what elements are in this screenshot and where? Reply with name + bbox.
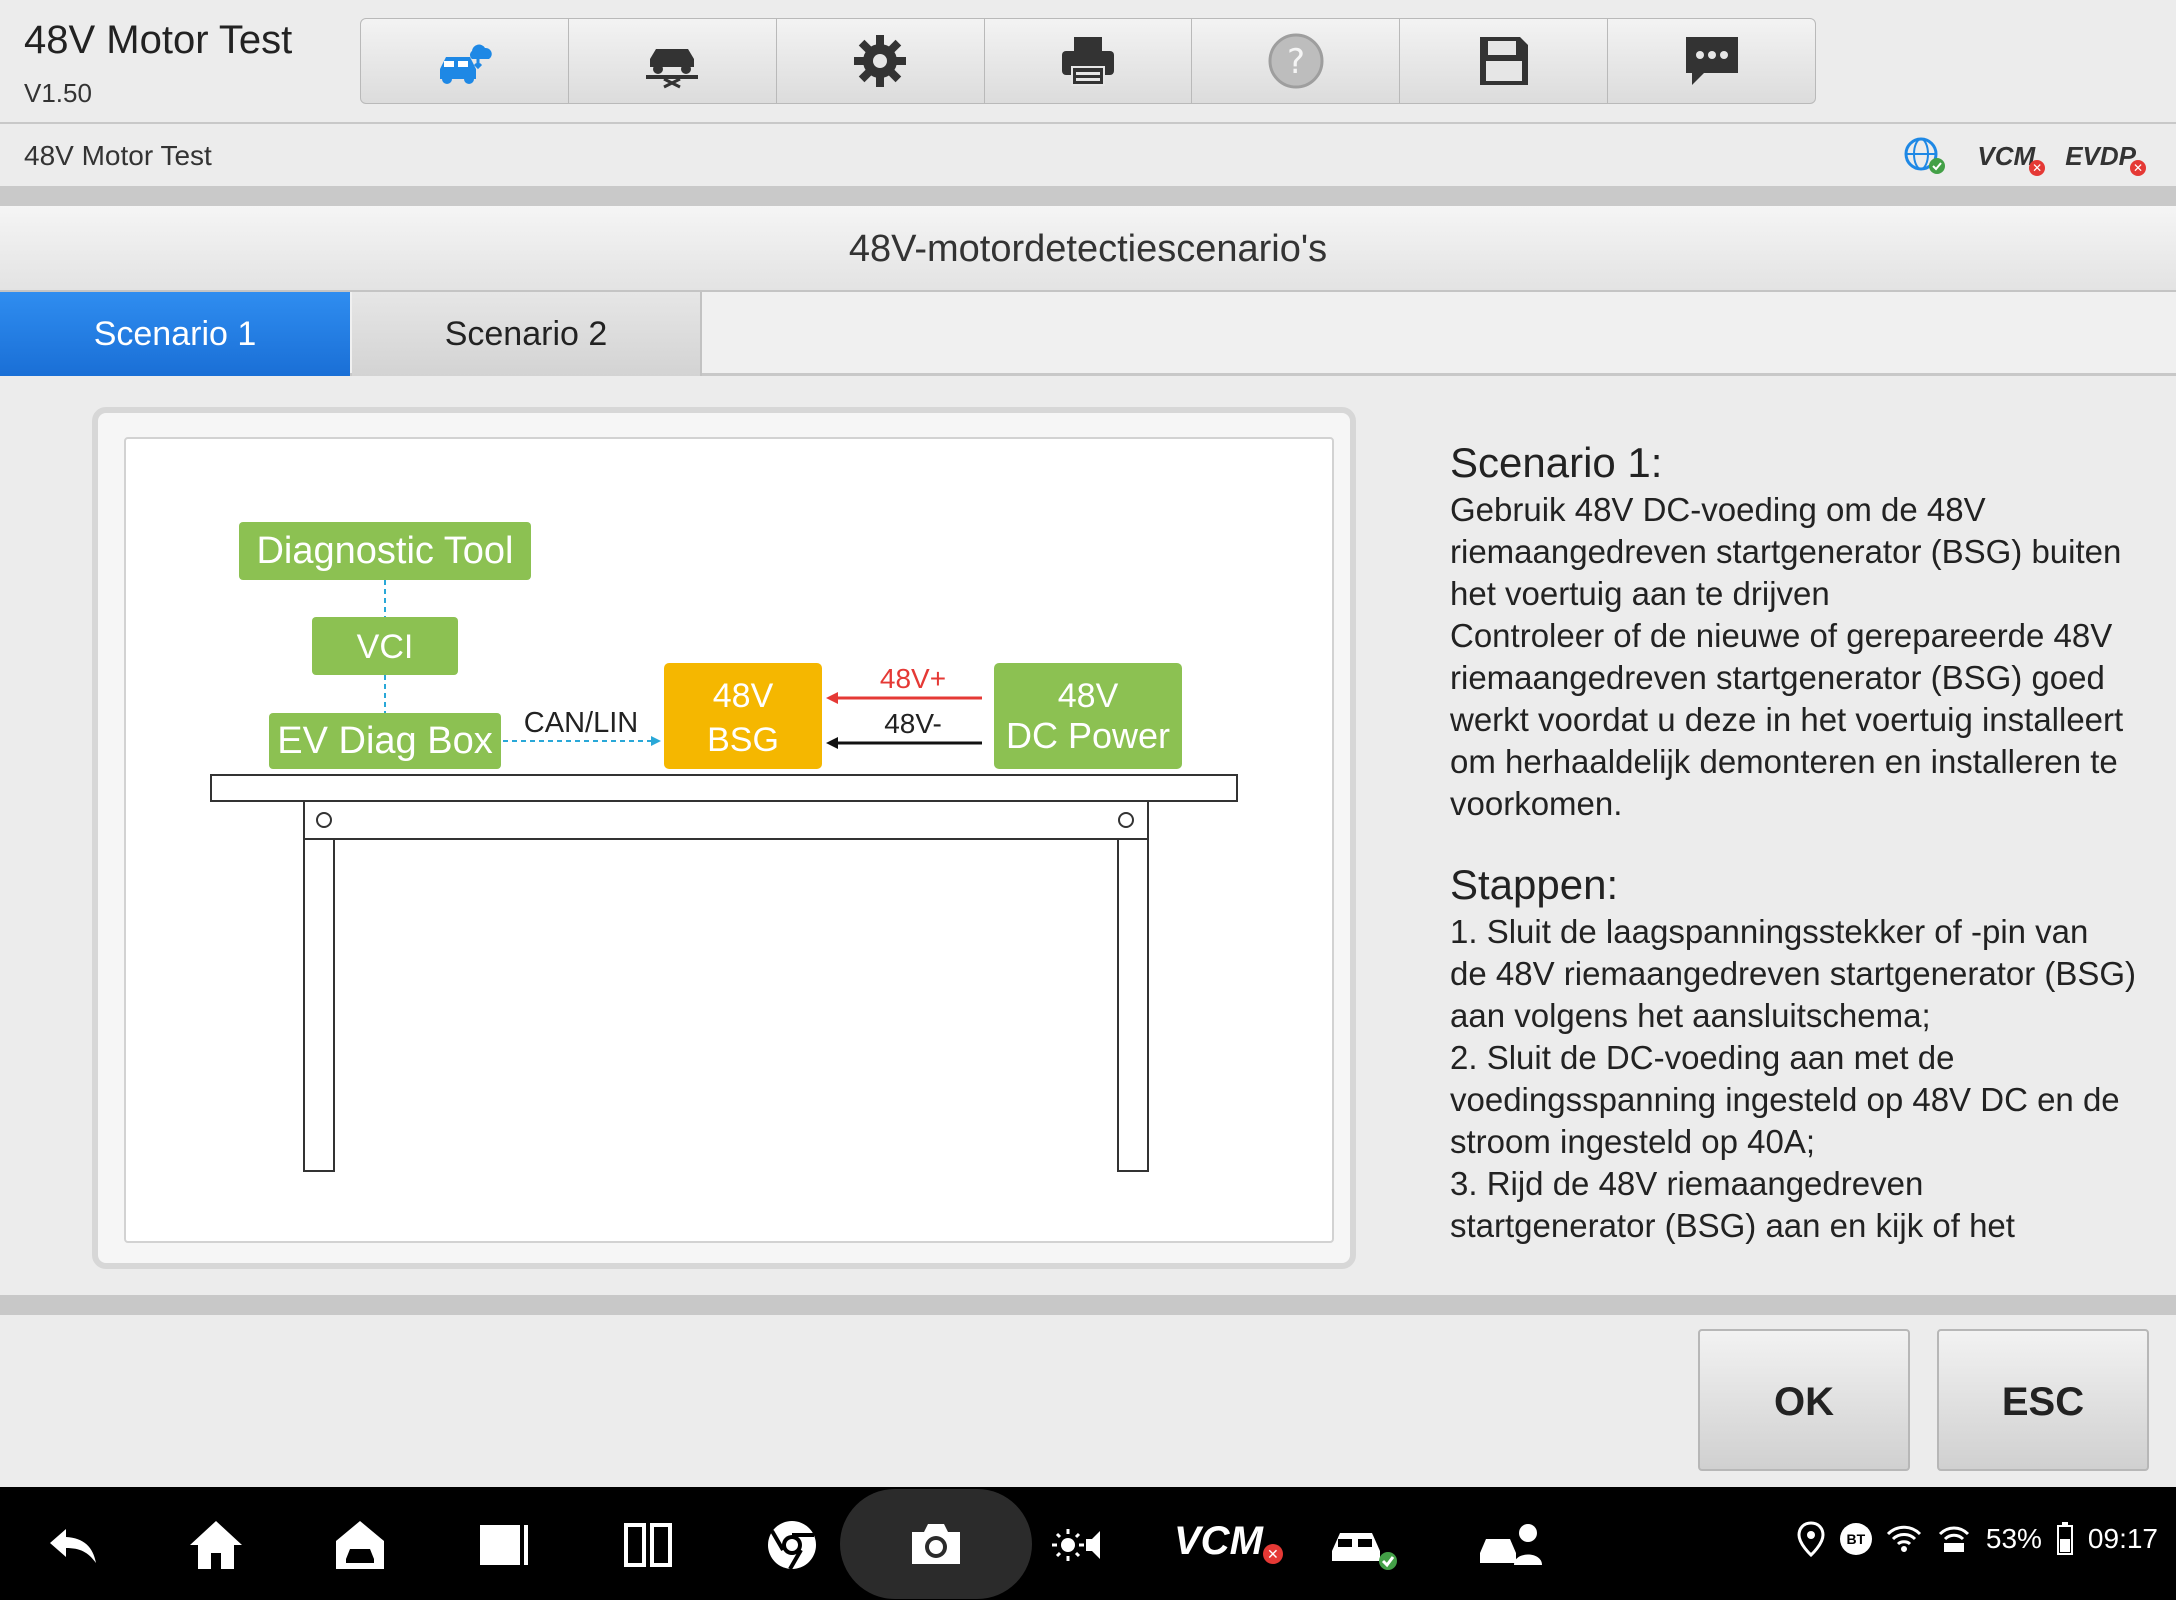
recent-apps-icon[interactable] bbox=[474, 1515, 534, 1575]
scenario-description: Scenario 1: Gebruik 48V DC-voeding om de… bbox=[1450, 439, 2176, 1289]
settings-button[interactable] bbox=[777, 19, 985, 103]
table-leg bbox=[303, 838, 335, 1172]
top-header: 48V Motor Test V1.50 bbox=[0, 0, 2176, 122]
wifi-icon bbox=[1886, 1525, 1921, 1552]
vci-box bbox=[312, 617, 458, 675]
diagnostic-tool-box bbox=[239, 522, 531, 580]
page-title: 48V-motordetectiescenario's bbox=[848, 228, 1328, 270]
scenario-body: Gebruik 48V DC-voeding om de 48V riemaan… bbox=[1450, 491, 2124, 822]
steps-text: 1. Sluit de laagspanningsstekker of -pin… bbox=[1450, 913, 2137, 1244]
vehicle-lift-icon bbox=[646, 49, 699, 89]
vcm-status: VCM✕ bbox=[1977, 140, 2046, 176]
divider bbox=[0, 1295, 2176, 1315]
disconnected-icon: ✕ bbox=[2029, 159, 2046, 176]
divider bbox=[0, 186, 2176, 206]
brightness-volume-icon[interactable] bbox=[1048, 1515, 1108, 1575]
vehicle-lift-button[interactable] bbox=[569, 19, 777, 103]
vehicle-cloud-icon bbox=[440, 44, 493, 84]
arrow-head bbox=[826, 692, 838, 704]
table-leg bbox=[1117, 838, 1149, 1172]
table-bolt bbox=[316, 812, 332, 828]
battery-percent: 53% bbox=[1985, 1523, 2042, 1554]
evdp-status: EVDP✕ bbox=[2065, 140, 2146, 176]
scenario-tabs: Scenario 1 Scenario 2 bbox=[0, 292, 2176, 376]
home-icon[interactable] bbox=[186, 1515, 246, 1575]
diagram-frame: Diagnostic Tool VCI EV Diag Box CAN/LIN … bbox=[92, 407, 1356, 1269]
arrow-head bbox=[826, 737, 838, 749]
vehicle-cloud-button[interactable] bbox=[361, 19, 569, 103]
globe-connected-icon bbox=[1904, 137, 1946, 174]
diagnostic-tool-label: Diagnostic Tool bbox=[256, 530, 513, 572]
breadcrumb: 48V Motor Test bbox=[24, 140, 212, 171]
ev-diag-box bbox=[269, 713, 501, 769]
vci-label: VCI bbox=[357, 628, 414, 666]
table-top bbox=[210, 774, 1238, 802]
bsg-label-line2: BSG bbox=[707, 721, 779, 759]
bsg-box bbox=[664, 663, 822, 769]
split-screen-icon[interactable] bbox=[618, 1515, 678, 1575]
table-apron bbox=[303, 800, 1149, 840]
connection-diagram: Diagnostic Tool VCI EV Diag Box CAN/LIN … bbox=[124, 437, 1334, 1243]
dc-power-label-line2: DC Power bbox=[1006, 715, 1170, 756]
vcm-nav-status[interactable]: VCM✕ bbox=[1174, 1519, 1283, 1564]
screenshot-button[interactable] bbox=[840, 1489, 1032, 1599]
vcm-nav-label: VCM bbox=[1174, 1519, 1263, 1563]
dc-power-label-line1: 48V bbox=[1058, 677, 1119, 715]
vcm-label: VCM bbox=[1977, 140, 2036, 171]
gear-icon bbox=[854, 35, 907, 87]
chat-button[interactable] bbox=[1608, 19, 1815, 103]
evdp-label: EVDP bbox=[2065, 140, 2136, 171]
help-icon: ? bbox=[1268, 33, 1324, 89]
divider bbox=[0, 122, 2176, 124]
dc-power-box bbox=[994, 663, 1182, 769]
arrow-head bbox=[651, 736, 661, 746]
esc-button[interactable]: ESC bbox=[1937, 1329, 2149, 1471]
table-bolt bbox=[1118, 812, 1134, 828]
help-button[interactable]: ? bbox=[1192, 19, 1401, 103]
tab-scenario-1[interactable]: Scenario 1 bbox=[0, 292, 350, 376]
app-title: 48V Motor Test bbox=[24, 18, 293, 62]
bsg-label-line1: 48V bbox=[713, 677, 774, 715]
main-content: Diagnostic Tool VCI EV Diag Box CAN/LIN … bbox=[0, 379, 2176, 1295]
browser-icon[interactable] bbox=[762, 1515, 822, 1575]
clock: 09:17 bbox=[2087, 1523, 2158, 1554]
app-version: V1.50 bbox=[24, 78, 92, 108]
system-navbar: VCM✕ BT 53% 09:17 bbox=[0, 1487, 2176, 1600]
disconnected-icon: ✕ bbox=[2130, 159, 2146, 176]
scenario-heading: Scenario 1: bbox=[1450, 439, 1663, 486]
system-status: BT 53% 09:17 bbox=[1796, 1521, 2158, 1557]
can-lin-label: CAN/LIN bbox=[524, 707, 638, 739]
svg-text:?: ? bbox=[1287, 42, 1305, 82]
minus-label: 48V- bbox=[884, 708, 942, 739]
printer-icon bbox=[1062, 37, 1114, 86]
tab-scenario-2[interactable]: Scenario 2 bbox=[352, 292, 702, 376]
plus-label: 48V+ bbox=[880, 663, 946, 694]
location-icon bbox=[1797, 1521, 1825, 1557]
save-icon bbox=[1479, 37, 1528, 85]
toolbar: ? bbox=[360, 18, 1816, 104]
disconnected-icon: ✕ bbox=[1262, 1544, 1283, 1564]
connection-status: VCM✕ EVDP✕ bbox=[1903, 136, 2146, 176]
print-button[interactable] bbox=[985, 19, 1193, 103]
vci-wifi-icon bbox=[1938, 1526, 1969, 1552]
ev-diag-box-label: EV Diag Box bbox=[277, 720, 492, 762]
vehicle-connected-icon[interactable] bbox=[1326, 1515, 1406, 1575]
back-icon[interactable] bbox=[42, 1515, 102, 1575]
footer-actions: OK ESC bbox=[0, 1315, 2176, 1487]
diagram-svg: Diagnostic Tool VCI EV Diag Box CAN/LIN … bbox=[210, 522, 1238, 1172]
battery-icon bbox=[2056, 1522, 2073, 1555]
page-title-bar: 48V-motordetectiescenario's bbox=[0, 206, 2176, 292]
chat-icon bbox=[1685, 37, 1738, 85]
bluetooth-icon: BT bbox=[1839, 1523, 1872, 1555]
ok-button[interactable]: OK bbox=[1698, 1329, 1910, 1471]
car-home-icon[interactable] bbox=[330, 1515, 390, 1575]
breadcrumb-bar: 48V Motor Test VCM✕ EVDP✕ bbox=[0, 124, 2176, 186]
steps-heading: Stappen: bbox=[1450, 861, 1619, 908]
vehicle-user-icon[interactable] bbox=[1476, 1515, 1546, 1575]
camera-icon bbox=[912, 1524, 960, 1564]
save-button[interactable] bbox=[1400, 19, 1609, 103]
